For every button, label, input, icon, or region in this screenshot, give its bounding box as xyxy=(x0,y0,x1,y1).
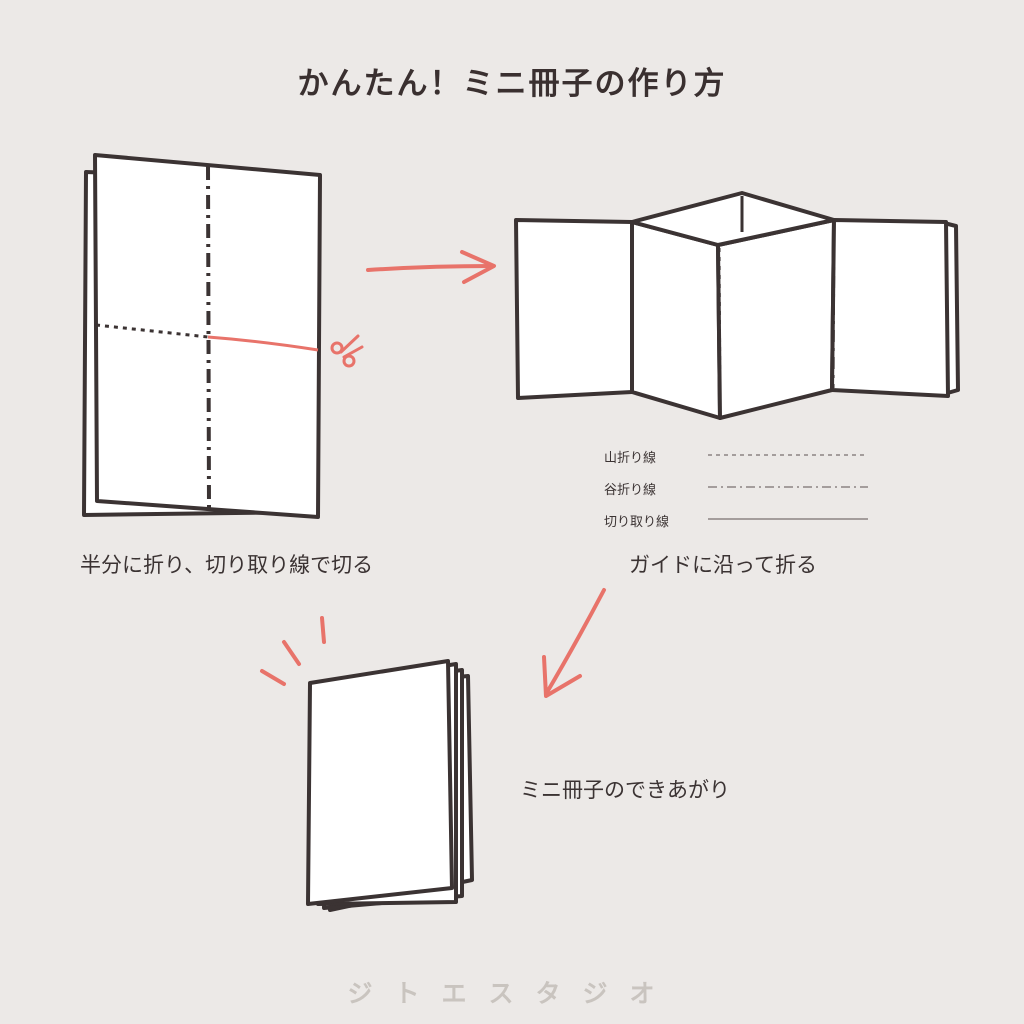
footer-brand: ジトエスタジオ xyxy=(347,979,677,1008)
step2-caption: ガイドに沿って折る xyxy=(629,553,817,577)
mountain-fold-line xyxy=(95,323,209,339)
step3-finished-booklet xyxy=(306,659,474,912)
step1-folded-sheet xyxy=(82,153,322,519)
legend-valley-label: 谷折り線 xyxy=(604,483,657,498)
legend-cut-label: 切り取り線 xyxy=(604,515,670,530)
arrow-down-left-icon xyxy=(542,588,606,698)
step1-caption: 半分に折り、切り取り線で切る xyxy=(80,553,374,577)
arrow-right-icon xyxy=(366,250,496,284)
sparkle-lines-icon xyxy=(260,616,326,686)
cut-line xyxy=(207,335,319,352)
page-title: かんたん！ミニ冊子の作り方 xyxy=(297,66,727,102)
step3-caption: ミニ冊子のできあがり xyxy=(520,778,730,802)
scissors-icon xyxy=(330,334,364,368)
legend-mountain-label: 山折り線 xyxy=(604,451,657,466)
step2-accordion-paper xyxy=(514,191,960,420)
